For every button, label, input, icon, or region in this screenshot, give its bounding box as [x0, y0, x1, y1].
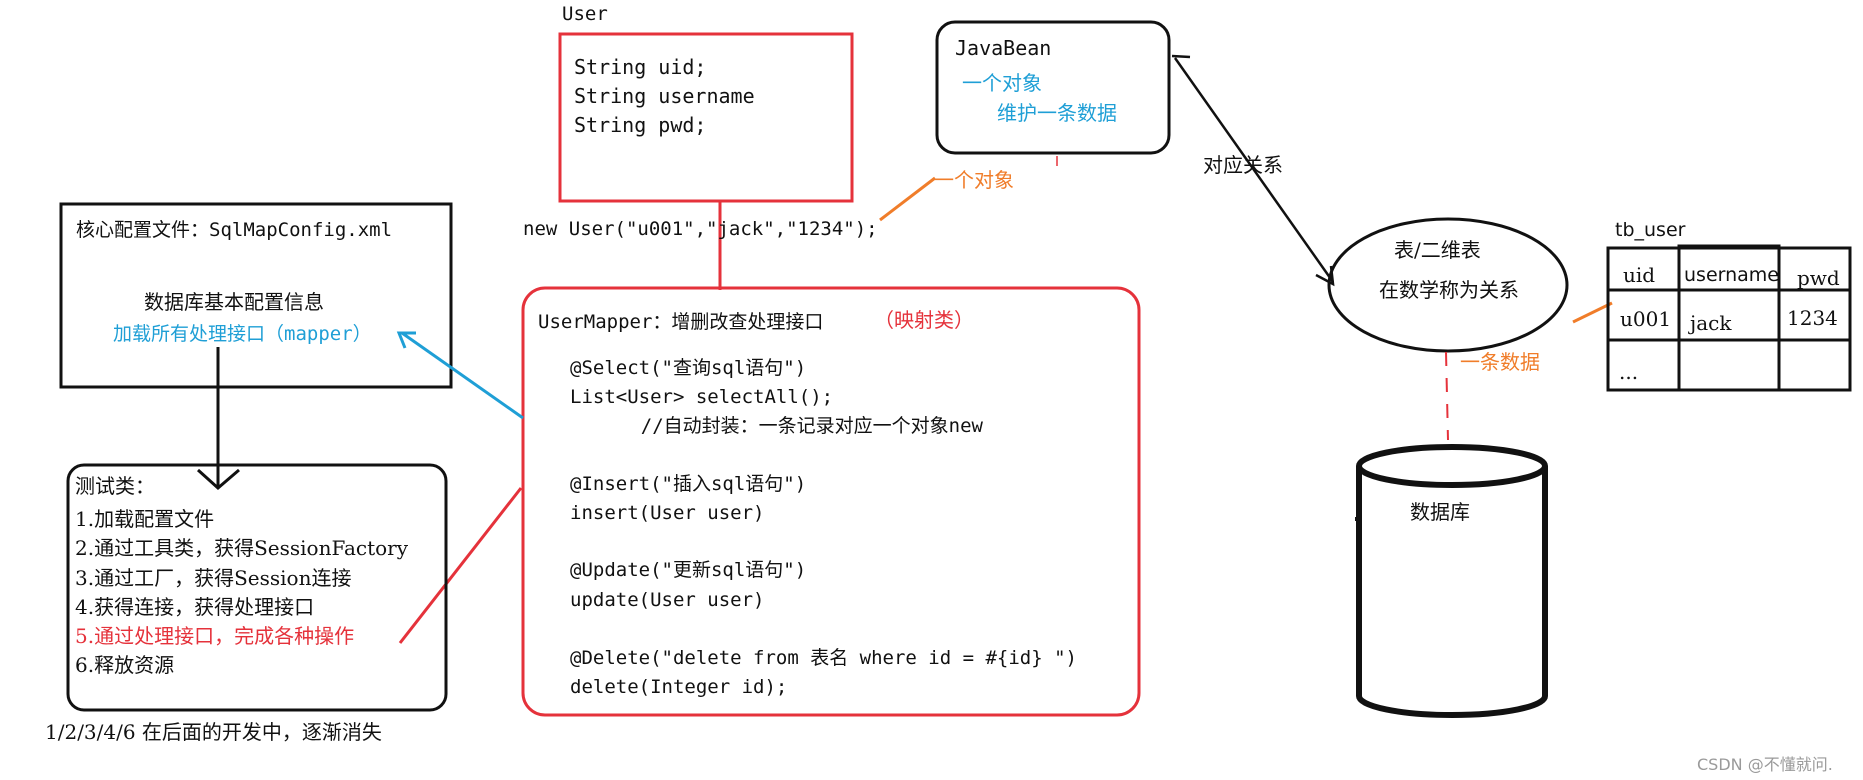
config-line1: 数据库基本配置信息 [144, 290, 324, 314]
table-cell-username: jack [1690, 311, 1732, 335]
test-step-1: 1.加载配置文件 [75, 507, 215, 531]
javabean-title: JavaBean [955, 36, 1052, 60]
test-step-4: 4.获得连接，获得处理接口 [75, 595, 315, 619]
user-class-title: User [562, 3, 608, 25]
relation-ellipse [1327, 217, 1569, 353]
javabean-line2: 维护一条数据 [997, 101, 1117, 125]
mapper-select-annotation: @Select("查询sql语句") [570, 357, 807, 379]
user-class-box [558, 32, 854, 203]
table-cell-pwd: 1234 [1787, 306, 1838, 330]
test-step-6: 6.释放资源 [75, 653, 175, 677]
mapper-box [521, 286, 1141, 717]
table-header-pwd: pwd [1797, 266, 1840, 290]
mapper-select-method: List<User> selectAll(); [570, 386, 834, 408]
config-title: 核心配置文件：SqlMapConfig.xml [76, 219, 393, 241]
test-title: 测试类： [75, 474, 155, 498]
mapper-delete-method: delete(Integer id); [570, 676, 788, 698]
mapper-update-method: update(User user) [570, 589, 765, 611]
ellipse-line1: 表/二维表 [1394, 238, 1481, 262]
javabean-line1: 一个对象 [962, 71, 1042, 95]
table-header-username: username [1684, 264, 1779, 286]
user-field-uid: String uid; [574, 55, 707, 79]
table-name: tb_user [1615, 219, 1686, 241]
test-box [66, 463, 448, 712]
object-label: 一个对象 [934, 168, 1014, 192]
user-field-username: String username [574, 84, 755, 108]
relation-arrowhead-top [1171, 54, 1191, 59]
user-field-pwd: String pwd; [574, 113, 707, 137]
test-step-2: 2.通过工具类，获得SessionFactory [75, 536, 409, 560]
mapper-title-note: （映射类） [874, 308, 974, 332]
test-footnote: 1/2/3/4/6 在后面的开发中，逐渐消失 [45, 720, 382, 744]
mapper-config-arrowhead [396, 331, 416, 349]
test-step-5: 5.通过处理接口，完成各种操作 [75, 624, 355, 648]
row-label: 一条数据 [1460, 350, 1540, 374]
table-cell-ellipsis: ... [1619, 360, 1639, 384]
table-grid [1606, 244, 1852, 392]
row-pointer-line [1572, 301, 1613, 324]
config-line2: 加载所有处理接口（mapper） [113, 323, 372, 345]
watermark: CSDN @不懂就问. [1697, 755, 1833, 774]
database-label: 数据库 [1410, 500, 1470, 524]
mapper-title: UserMapper：增删改查处理接口 [538, 311, 824, 333]
mapper-select-comment: //自动封装：一条记录对应一个对象new [595, 415, 983, 437]
relation-arrow [1173, 57, 1335, 283]
mapper-insert-annotation: @Insert("插入sql语句") [570, 473, 807, 495]
mapper-insert-method: insert(User user) [570, 502, 765, 524]
user-instantiation: new User("u001","jack","1234"); [523, 218, 878, 240]
mapper-update-annotation: @Update("更新sql语句") [570, 559, 807, 581]
test-step-3: 3.通过工厂，获得Session连接 [75, 566, 352, 590]
database-cylinder [1356, 444, 1548, 718]
table-cell-uid: u001 [1620, 307, 1672, 331]
config-box [59, 202, 453, 389]
relation-label: 对应关系 [1203, 153, 1283, 177]
table-header-uid: uid [1623, 263, 1656, 287]
config-test-arrowhead [196, 468, 240, 490]
ellipse-line2: 在数学称为关系 [1379, 278, 1519, 302]
javabean-box [935, 20, 1171, 155]
object-pointer-line [879, 176, 936, 222]
mapper-step-link [398, 487, 523, 644]
mapper-config-arrow [401, 331, 524, 420]
ellipse-db-dash [1445, 351, 1449, 441]
mapper-delete-annotation: @Delete("delete from 表名 where id = #{id}… [570, 647, 1077, 669]
